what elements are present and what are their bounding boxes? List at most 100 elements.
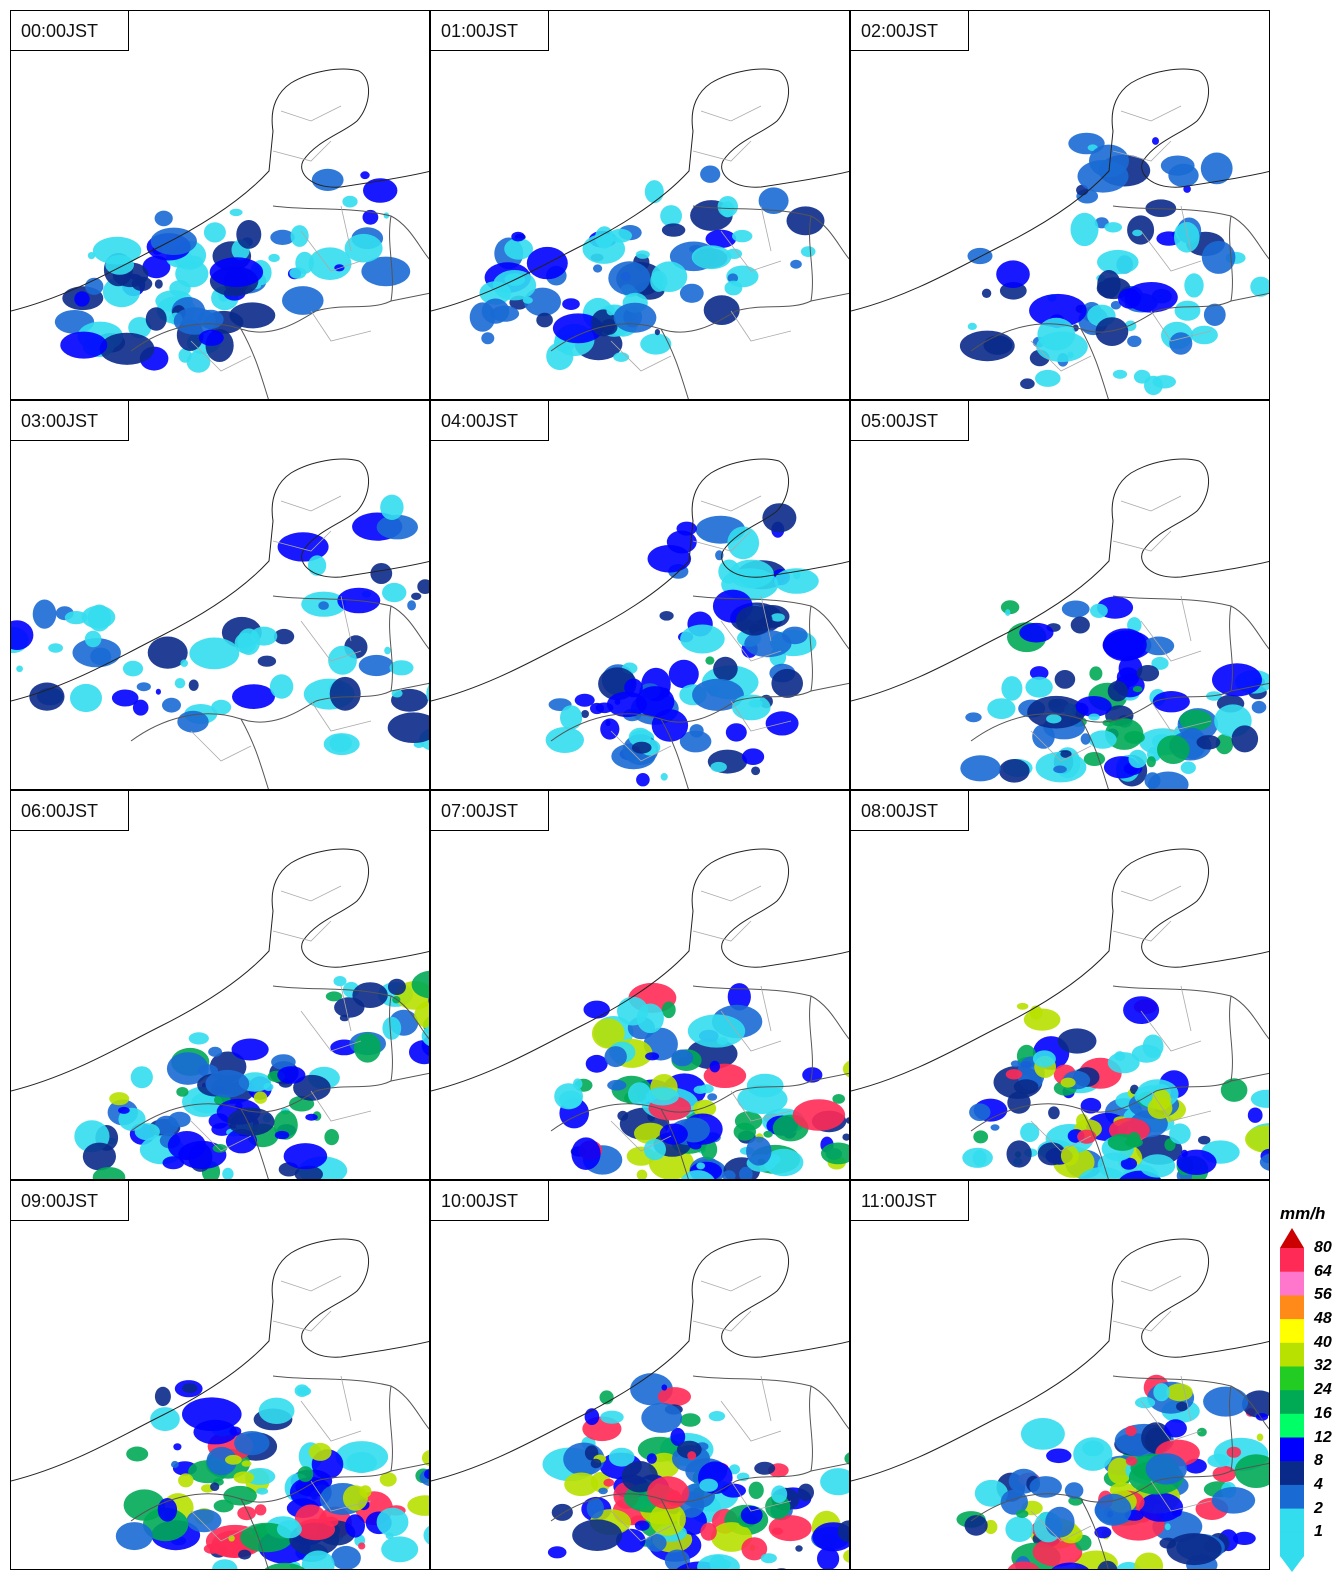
rain-cell xyxy=(661,773,668,781)
rain-cell xyxy=(960,755,1000,781)
radar-map xyxy=(851,401,1270,790)
rain-cell xyxy=(632,742,652,754)
rain-cell xyxy=(1025,677,1052,698)
legend-color-swatch xyxy=(1280,1532,1304,1556)
rain-cell xyxy=(1184,273,1203,297)
rain-cell xyxy=(1089,666,1102,680)
rain-cell xyxy=(598,1488,608,1495)
rain-cell xyxy=(1168,164,1198,187)
rain-cell xyxy=(411,593,421,600)
rain-cell xyxy=(173,1443,181,1450)
rain-cell xyxy=(769,1515,812,1541)
rain-cell xyxy=(962,1148,993,1168)
rain-cell xyxy=(199,330,224,346)
rain-cell xyxy=(628,1082,651,1105)
radar-panel: 02:00JST xyxy=(850,10,1270,400)
rain-cell xyxy=(999,759,1030,783)
rain-cell xyxy=(242,1460,252,1466)
rain-cell xyxy=(593,264,602,272)
rain-cell xyxy=(636,773,650,786)
rain-cell xyxy=(354,1033,381,1063)
rain-cell xyxy=(70,684,102,712)
rain-cell xyxy=(751,767,760,776)
legend-tick-label: 48 xyxy=(1314,1311,1332,1327)
rain-cell xyxy=(352,982,387,1008)
rain-cell xyxy=(182,1397,242,1431)
rain-cell xyxy=(709,1411,725,1421)
rain-cell xyxy=(331,1546,361,1570)
rain-cell xyxy=(747,1074,784,1098)
rain-cell xyxy=(388,979,406,995)
rain-cell xyxy=(230,209,243,216)
rain-cell xyxy=(662,1002,676,1019)
rain-cell xyxy=(662,223,685,236)
rain-cell xyxy=(251,627,278,646)
rain-cell xyxy=(641,1403,682,1433)
radar-panel: 06:00JST xyxy=(10,790,430,1180)
radar-map xyxy=(851,791,1270,1180)
rain-cell xyxy=(232,684,275,709)
rain-cell xyxy=(734,1123,756,1141)
rain-cell xyxy=(225,1569,248,1570)
rain-cell xyxy=(284,1143,328,1169)
rain-cell xyxy=(232,1039,269,1061)
rain-cell xyxy=(1019,623,1053,643)
rain-cell xyxy=(793,1099,845,1131)
rain-cell xyxy=(1068,352,1074,359)
rain-cell xyxy=(721,201,735,217)
rain-cell xyxy=(696,1162,705,1169)
rain-cell xyxy=(105,255,134,275)
rain-cell xyxy=(1045,1507,1074,1538)
rain-cell xyxy=(305,1114,317,1121)
rain-cell xyxy=(309,1443,332,1461)
rain-cell xyxy=(694,1086,707,1094)
legend-color-swatch xyxy=(1280,1461,1304,1485)
rain-cell xyxy=(1124,731,1145,744)
rain-cell xyxy=(771,669,803,698)
rain-cell xyxy=(647,1453,657,1464)
rain-cell xyxy=(692,245,732,269)
rain-cell xyxy=(511,232,525,242)
legend-color-swatch xyxy=(1280,1390,1304,1414)
rain-cell xyxy=(1027,696,1085,729)
rain-cell xyxy=(1011,1060,1021,1067)
rain-cell xyxy=(742,748,764,765)
rain-cell xyxy=(671,1050,693,1067)
rain-cell xyxy=(725,281,743,296)
rain-cell xyxy=(112,690,139,707)
rain-cell xyxy=(1084,752,1105,766)
rain-cell xyxy=(644,1139,666,1160)
rain-cell xyxy=(680,1413,701,1426)
rain-cell xyxy=(1097,250,1139,274)
legend-tick-label: 1 xyxy=(1314,1524,1323,1540)
rain-cell xyxy=(74,291,89,306)
rain-cell xyxy=(33,600,57,629)
rain-cell xyxy=(1089,145,1129,178)
rain-cell xyxy=(205,1070,249,1098)
legend-tick-label: 4 xyxy=(1314,1477,1323,1493)
rain-cell xyxy=(1020,1123,1039,1142)
rain-cell xyxy=(965,712,981,722)
radar-panel: 00:00JST xyxy=(10,10,430,400)
rain-cell xyxy=(1177,1150,1217,1175)
rain-cell xyxy=(667,1490,682,1506)
rain-cell xyxy=(342,196,357,208)
rain-cell xyxy=(969,1103,990,1121)
rain-cell xyxy=(1016,1510,1028,1518)
rain-cell xyxy=(370,563,392,584)
rain-cell xyxy=(1123,996,1159,1024)
rain-cell xyxy=(1143,1035,1164,1059)
rain-cell xyxy=(210,257,263,287)
rain-cell xyxy=(710,1061,720,1073)
rain-cell xyxy=(996,260,1030,288)
rain-cell xyxy=(617,997,648,1026)
rain-cell xyxy=(1076,1114,1088,1128)
rain-cell xyxy=(208,1047,222,1057)
rain-cell xyxy=(123,661,143,677)
rain-cell xyxy=(645,1052,659,1060)
rain-cell xyxy=(308,555,326,576)
rain-cell xyxy=(1125,1138,1143,1148)
radar-panel: 08:00JST xyxy=(850,790,1270,1180)
legend-color-swatch xyxy=(1280,1248,1304,1272)
